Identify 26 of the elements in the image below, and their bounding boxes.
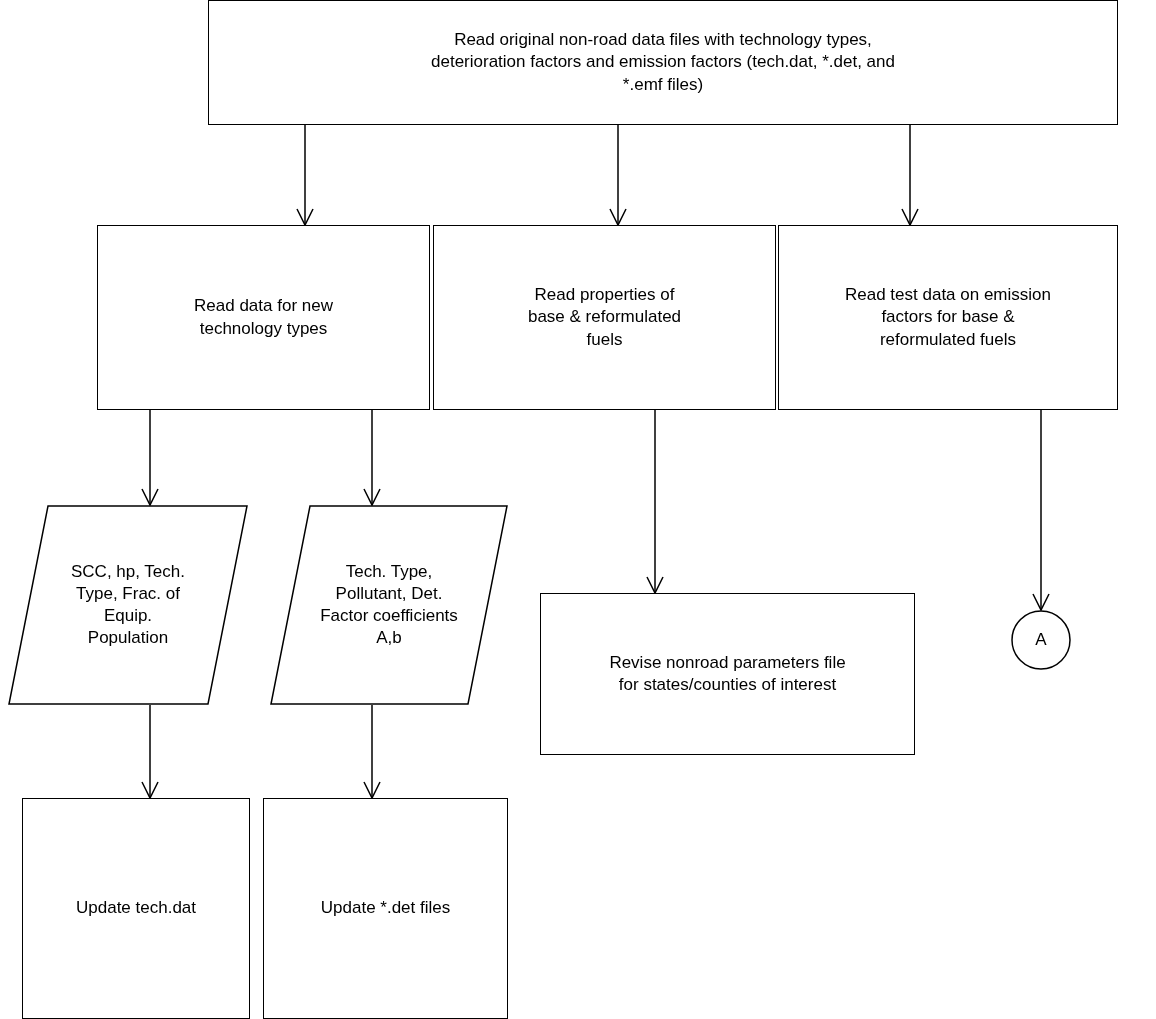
arrow <box>296 124 314 226</box>
process-box <box>263 798 508 1019</box>
node-text: Tech. Type, Pollutant, Det. Factor coefficients A,b <box>319 560 459 650</box>
process-box <box>778 225 1118 410</box>
process-box <box>22 798 250 1019</box>
arrow <box>141 704 159 799</box>
arrow <box>646 409 664 594</box>
node-text: Update *.det files <box>320 897 451 920</box>
arrow <box>363 409 381 506</box>
node-text: Read data for new technology types <box>193 295 334 340</box>
node-text: Read properties of base & reformulated fuels <box>526 284 683 351</box>
process-box <box>433 225 776 410</box>
process-box <box>97 225 430 410</box>
arrow <box>1032 409 1050 611</box>
node-text: Revise nonroad parameters file for states/counties of interest <box>608 651 847 696</box>
arrow <box>363 704 381 799</box>
arrow <box>609 124 627 226</box>
process-box <box>540 593 915 755</box>
process-box <box>208 0 1118 125</box>
arrow <box>141 409 159 506</box>
node-text: SCC, hp, Tech. Type, Frac. of Equip. Population <box>70 560 186 650</box>
node-text: Update tech.dat <box>76 897 196 920</box>
node-text: Read original non-road data files with technology types, deterioration factors and emission factors (tech.dat, *.det, and *.emf files) <box>430 29 896 96</box>
node-text: A <box>1035 628 1047 651</box>
arrow <box>901 124 919 226</box>
node-text: Read test data on emission factors for base & reformulated fuels <box>844 284 1052 351</box>
